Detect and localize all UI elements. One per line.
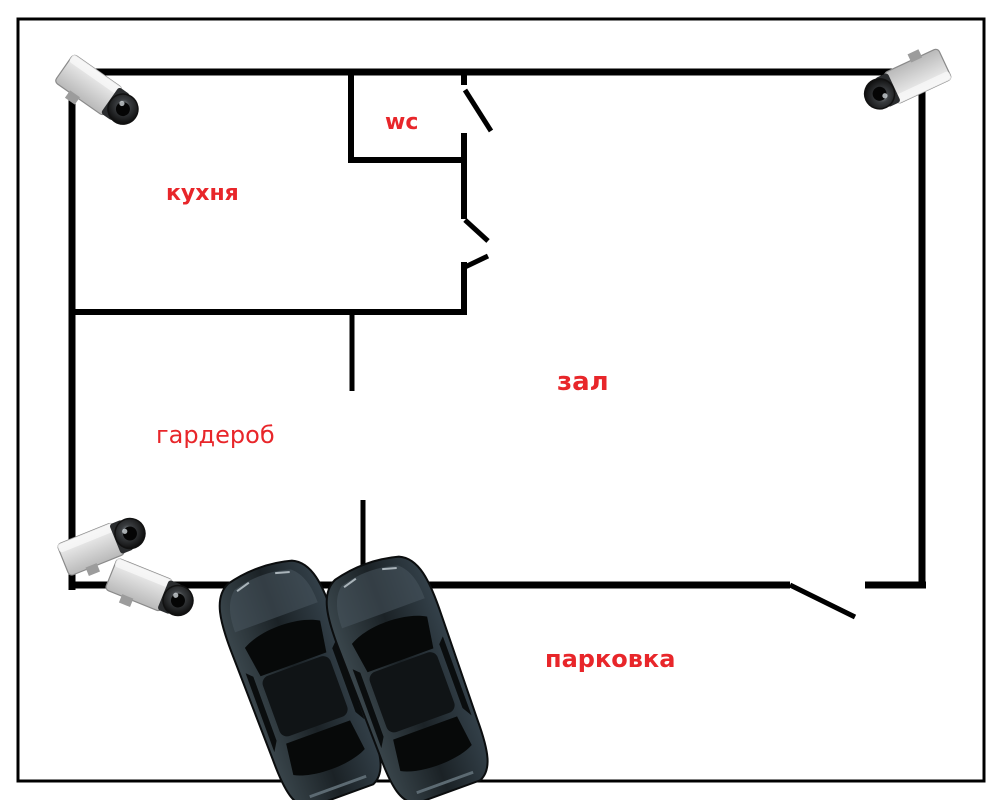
room-label-kitchen: кухня: [166, 181, 239, 206]
walls: [68, 68, 926, 620]
room-label-hall: зал: [557, 367, 609, 397]
outer-frame: [16, 17, 986, 783]
security-camera-icon: [855, 40, 953, 117]
room-label-wc: wc: [385, 110, 419, 135]
room-label-wardrobe: гардероб: [156, 421, 275, 449]
security-camera-icon: [101, 557, 199, 630]
security-camera-icon: [49, 53, 146, 139]
room-label-parking: парковка: [545, 645, 676, 673]
